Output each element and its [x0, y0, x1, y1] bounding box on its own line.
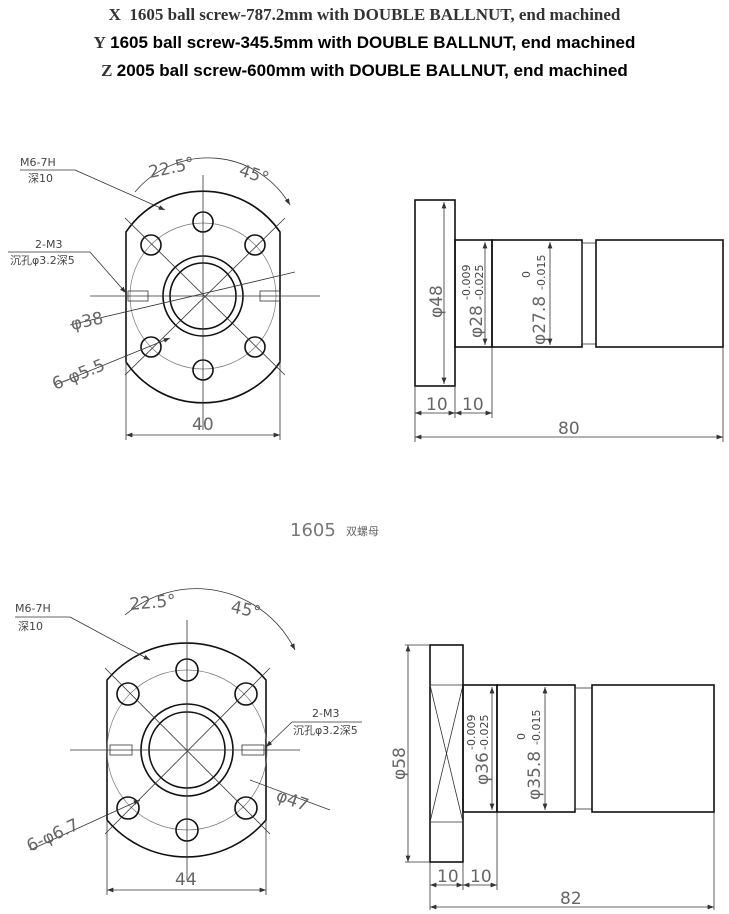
axis-z: Z [101, 61, 113, 80]
thread-depth: 深10 [28, 172, 53, 185]
nut-side-view-2: φ58 φ36 -0.009 -0.025 φ35.8 0 -0.015 10 … [390, 644, 715, 910]
d1-tol-upper-2: -0.009 [465, 715, 478, 750]
len-b-2: 10 [470, 867, 492, 887]
m3-detail: 沉孔φ3.2深5 [10, 254, 75, 267]
header-x-text: 1605 ball screw-787.2mm with DOUBLE BALL… [129, 5, 621, 24]
angle-small-2: 22.5° [129, 591, 177, 615]
thread-label-2: M6-7H [15, 602, 51, 615]
width-label: 40 [192, 415, 214, 435]
caption-suffix: 双螺母 [346, 525, 379, 538]
len-b: 10 [462, 395, 484, 415]
pcd-label: φ38 [69, 308, 105, 334]
holes-label-2: 6-φ6.7 [24, 815, 82, 856]
d1-tol-upper: -0.009 [460, 265, 473, 300]
thread-depth-2: 深10 [18, 620, 43, 633]
nut-front-view-1: M6-7H 深10 22.5° 45° 2-M3 沉孔φ3.2深5 φ38 6-… [8, 154, 320, 440]
angle-small: 22.5° [147, 154, 197, 183]
holes-label: 6-φ5.5 [49, 355, 108, 394]
nut-side-view-1: φ48 φ28 -0.009 -0.025 φ27.8 0 -0.015 10 … [414, 199, 724, 442]
flange-dia: φ48 [427, 285, 447, 318]
width-label-2: 44 [175, 870, 197, 890]
m3-detail-2: 沉孔φ3.2深5 [293, 724, 358, 737]
header-z-text: 2005 ball screw-600mm with DOUBLE BALLNU… [116, 61, 628, 80]
len-total-2: 82 [560, 889, 582, 909]
header-y-text: 1605 ball screw-345.5mm with DOUBLE BALL… [110, 33, 636, 52]
len-a: 10 [426, 395, 448, 415]
d1-label-2: φ36 [473, 752, 493, 785]
d1-tol-lower-2: -0.025 [478, 715, 491, 750]
len-a-2: 10 [437, 867, 459, 887]
axis-x: X [108, 5, 121, 24]
len-total: 80 [558, 419, 580, 439]
nut-front-view-2: M6-7H 深10 22.5° 45° 2-M3 沉孔φ3.2深5 φ47 6-… [15, 588, 362, 895]
d1-label: φ28 [467, 305, 487, 338]
header-line-y: Y 1605 ball screw-345.5mm with DOUBLE BA… [0, 33, 729, 53]
d2-tol-upper: 0 [520, 271, 533, 278]
d2-label-2: φ35.8 [525, 751, 545, 800]
thread-label: M6-7H [20, 156, 56, 169]
header-line-z: Z 2005 ball screw-600mm with DOUBLE BALL… [0, 61, 729, 81]
d2-tol-upper-2: 0 [515, 733, 528, 740]
d2-label: φ27.8 [530, 296, 550, 345]
axis-y: Y [93, 33, 106, 52]
angle-large: 45° [236, 161, 271, 189]
m3-label: 2-M3 [35, 238, 62, 251]
pcd-label-2: φ47 [273, 786, 311, 816]
d1-tol-lower: -0.025 [473, 265, 486, 300]
angle-large-2: 45° [229, 597, 263, 623]
d2-tol-lower-2: -0.015 [530, 710, 543, 745]
flange-dia-2: φ58 [390, 747, 410, 780]
d2-tol-lower: -0.015 [535, 255, 548, 290]
caption-model: 1605 [290, 520, 336, 541]
header-line-x: X 1605 ball screw-787.2mm with DOUBLE BA… [0, 5, 729, 25]
m3-label-2: 2-M3 [312, 707, 339, 720]
